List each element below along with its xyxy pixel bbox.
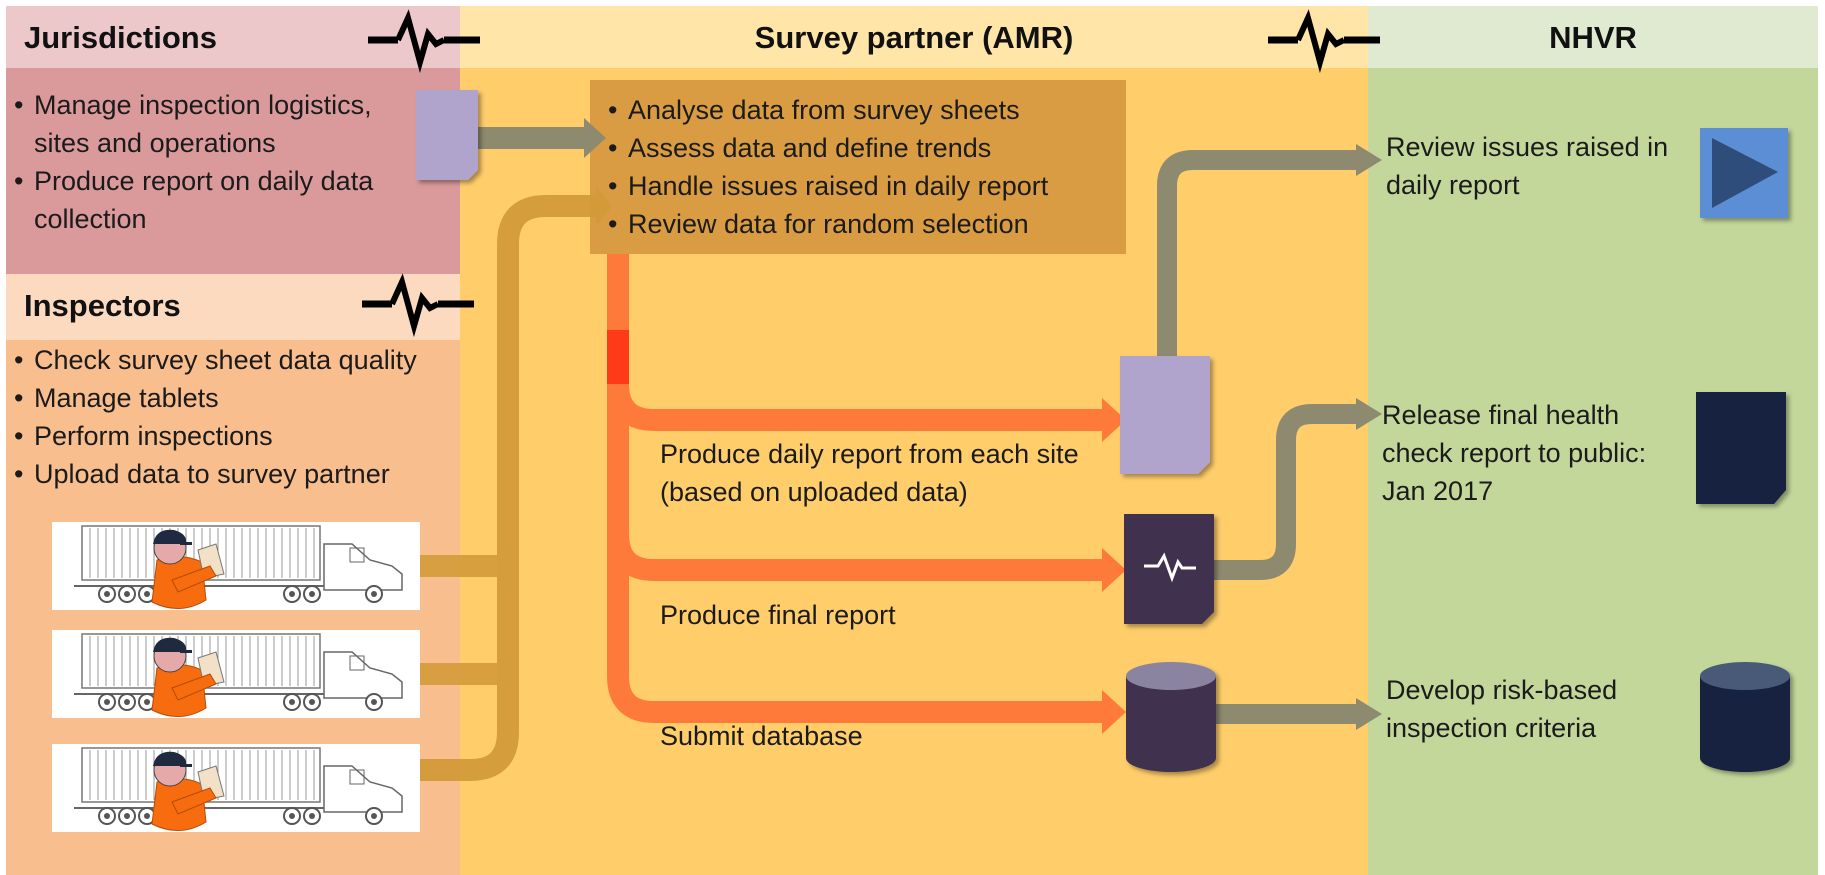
review-issues-arrow <box>1157 150 1360 360</box>
inspector-truck-icon <box>51 521 421 611</box>
nhvr-database-icon <box>1700 662 1790 772</box>
database-label: Submit database <box>660 721 863 751</box>
inspectors-title: Inspectors <box>24 288 181 323</box>
risk-criteria-arrowhead <box>1356 698 1382 730</box>
list-item: Check survey sheet data quality <box>8 341 458 379</box>
document-icon <box>416 90 478 180</box>
daily-report-document-icon <box>1120 356 1210 474</box>
nhvr-header-bg <box>1368 6 1818 68</box>
list-item: Upload data to survey partner <box>8 455 458 493</box>
risk-criteria-label: Develop risk-based inspection criteria <box>1386 675 1618 743</box>
review-issues-arrowhead <box>1356 144 1382 176</box>
inspectors-list: Check survey sheet data quality Manage t… <box>8 341 458 493</box>
survey-tasks-list: Analyse data from survey sheets Assess d… <box>602 91 1122 243</box>
daily-report-arrowhead <box>1102 398 1126 442</box>
play-icon <box>1712 138 1778 208</box>
jurisdictions-report-arrowhead <box>584 118 606 158</box>
release-report-arrowhead <box>1356 398 1382 430</box>
upload-arrow-3 <box>420 195 596 781</box>
list-item: Perform inspections <box>8 417 458 455</box>
jurisdictions-list: Manage inspection logistics, sites and o… <box>8 86 413 238</box>
jurisdictions-title: Jurisdictions <box>24 20 217 55</box>
daily-report-label: Produce daily report from each site (bas… <box>660 439 1079 507</box>
list-item: Handle issues raised in daily report <box>602 167 1122 205</box>
final-report-arrowhead <box>1102 548 1126 592</box>
inspector-truck-icon-2 <box>51 629 421 719</box>
database-arrow <box>607 534 1104 723</box>
database-arrowhead <box>1102 690 1126 734</box>
release-report-label: Release final health check report to pub… <box>1382 400 1647 506</box>
list-item: Produce report on daily data collection <box>8 162 413 238</box>
list-item: Review data for random selection <box>602 205 1122 243</box>
review-issues-label: Review issues raised in daily report <box>1386 132 1669 200</box>
release-report-arrow <box>1210 404 1360 580</box>
list-item: Analyse data from survey sheets <box>602 91 1122 129</box>
list-item: Manage inspection logistics, sites and o… <box>8 86 413 162</box>
nhvr-title: NHVR <box>1549 20 1637 55</box>
list-item: Assess data and define trends <box>602 129 1122 167</box>
report-pulse-icon <box>1144 552 1196 583</box>
inspector-truck-icon-3 <box>51 743 421 833</box>
survey-header-bg <box>460 6 1368 68</box>
final-report-document-icon <box>1696 392 1786 504</box>
list-item: Manage tablets <box>8 379 458 417</box>
database-icon <box>1126 662 1216 772</box>
final-report-label: Produce final report <box>660 600 896 630</box>
survey-partner-title: Survey partner (AMR) <box>754 20 1074 55</box>
